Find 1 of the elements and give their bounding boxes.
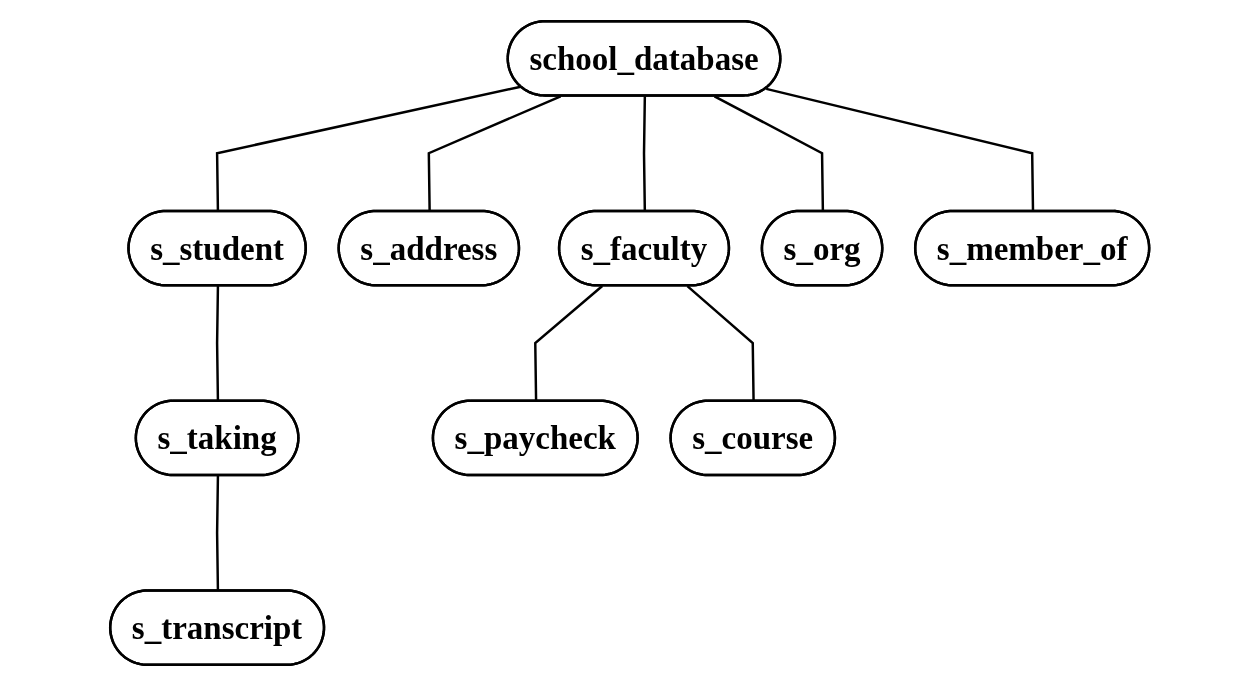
connector [215,475,219,591]
